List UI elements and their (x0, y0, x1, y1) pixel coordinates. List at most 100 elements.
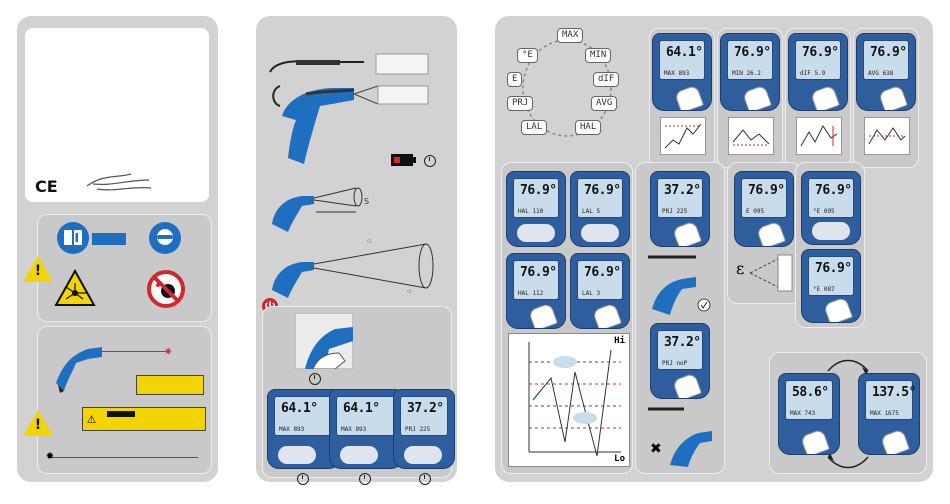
lcd-device: 76.9° LAL 3 (570, 253, 630, 329)
lcd-keypad (812, 222, 850, 240)
laser-beam (102, 351, 166, 352)
lcd-device: 64.1°MAX 893 (652, 33, 712, 111)
hand-trigger-illustration (295, 313, 353, 369)
dif-graph (796, 117, 842, 155)
laser-class-panel: ✷ ⚠ ✹ (37, 326, 212, 474)
lcd-main-reading: 76.9° (734, 45, 771, 60)
warning-mark-1: ! (34, 263, 42, 279)
max-mode-box: 64.1°MAX 893 (649, 28, 715, 168)
emissivity-set-box: 76.9° °E 095 76.9° °E 087 (795, 162, 865, 328)
lcd-main-reading: 64.1° (666, 45, 703, 60)
info-manual-icon (57, 222, 89, 254)
lcd-main-reading: 76.9° (870, 45, 907, 60)
mode-chip: HAL (575, 120, 602, 135)
probe-box: 37.2°PRJ 225 37.2°PRJ noP ✖ (635, 162, 725, 474)
lcd-device: 76.9°HAL 110 (506, 171, 566, 247)
small-warning-icon: ⚠ (87, 409, 97, 427)
lcd-device: 37.2°PRJ noP (650, 323, 710, 399)
ce-mark: CE (35, 177, 58, 196)
hand-icon (809, 84, 841, 110)
lcd-main-reading: 37.2° (664, 183, 701, 198)
hand-icon (799, 428, 831, 454)
lcd-main-reading: 76.9° (520, 265, 557, 280)
svg-text:S: S (364, 197, 369, 206)
mode-chip: E (507, 72, 523, 87)
svg-text:⁘: ⁘ (406, 287, 413, 296)
clock-icon (424, 155, 436, 167)
dif-mode-box: 76.9°dIF 5.9 (785, 28, 851, 168)
lcd-device: 76.9°AVG 638 (856, 33, 916, 111)
yellow-label-2: ⚠ (82, 407, 206, 431)
mode-chip: MAX (557, 28, 584, 43)
label-bar (107, 411, 135, 417)
lcd-keypad (404, 446, 442, 464)
spot-distance-diagram: S (272, 187, 369, 232)
thermometer-gun-icon (56, 347, 102, 393)
laser-point-icon: ✷ (164, 343, 173, 359)
min-graph (728, 117, 774, 155)
lcd-sub-reading: MIN 26.2 (732, 70, 761, 77)
compliance-panel: CE ! (17, 16, 218, 482)
lcd-sub-reading: LAL 3 (582, 290, 601, 297)
lcd-device: 76.9° HAL 112 (506, 253, 566, 329)
mode-chip: AVG (591, 96, 618, 111)
svg-text:✖: ✖ (650, 441, 662, 457)
bottom-line (48, 457, 198, 458)
max-graph (660, 117, 706, 155)
hand-icon (877, 84, 909, 110)
lcd-keypad (278, 446, 316, 464)
lcd-sub-reading: °E 087 (813, 286, 835, 293)
lcd-main-reading: 37.2° (664, 335, 701, 350)
alarm-box: 76.9°HAL 110 76.9°LAL 5 76.9°HAL 112 76.… (501, 162, 633, 474)
clock-icon (419, 473, 431, 485)
functions-panel: MAX °E MIN E dIF PRJ AVG LAL HAL 64.1°MA… (495, 16, 933, 482)
hand-icon (755, 220, 787, 246)
mode-chip: °E (517, 48, 538, 63)
hand-icon (671, 372, 703, 398)
hand-icon (879, 428, 911, 454)
lcd-main-reading: 76.9° (584, 183, 621, 198)
lcd-main-reading: 58.6° (792, 385, 829, 400)
probe-disconnected-illustration: ✖ (648, 407, 712, 467)
lcd-main-reading: 37.2° (407, 401, 444, 416)
lcd-main-reading: 76.9° (815, 261, 852, 276)
lcd-sub-reading: PRJ 225 (405, 426, 431, 433)
lcd-sub-reading: °E 095 (813, 208, 835, 215)
cone-diagram: ⁘⁘ (272, 237, 434, 298)
laser-warning-icon (54, 269, 96, 306)
lcd-device: 76.9° °E 095 (801, 171, 861, 245)
lcd-keypad (340, 446, 378, 464)
mode-chip: LAL (521, 120, 548, 135)
signature (86, 173, 152, 191)
measurement-panel: S ⁘⁘ 64.1°MAX 893 64.1°MAX 893 37.2°PRJ … (256, 16, 457, 485)
avg-graph (864, 117, 910, 155)
lcd-main-reading: 64.1° (343, 401, 380, 416)
lcd-device: 37.2° PRJ 225 (393, 389, 455, 469)
lcd-device: 76.9° E 095 (734, 171, 794, 247)
safety-symbols (37, 214, 212, 322)
lcd-device: 137.5°MAX 1675 (858, 373, 920, 455)
clock-icon (359, 473, 371, 485)
lcd-main-reading: 76.9° (748, 183, 785, 198)
lcd-device: 76.9° °E 087 (801, 249, 861, 323)
warning-triangle-1 (23, 256, 53, 282)
mode-chip: PRJ (507, 96, 534, 111)
lcd-main-reading: 64.1° (281, 401, 318, 416)
alarm-graph-lines (528, 342, 621, 457)
warning-mark-2: ! (34, 417, 42, 433)
hand-icon (741, 84, 773, 110)
clock-icon (297, 473, 309, 485)
lcd-sub-reading: HAL 112 (518, 290, 544, 297)
avg-mode-box: 76.9°AVG 638 (853, 28, 919, 168)
lcd-sub-reading: MAX 893 (341, 426, 367, 433)
mode-chip: dIF (593, 72, 620, 87)
lcd-main-reading: 76.9° (584, 265, 621, 280)
min-mode-box: 76.9° MIN 26.2 (717, 28, 783, 168)
probe-connected-illustration (648, 255, 711, 315)
lcd-device: 76.9°dIF 5.9 (788, 33, 848, 111)
lcd-sub-reading: MAX 1675 (870, 410, 899, 417)
lcd-main-reading: 76.9° (802, 45, 839, 60)
lcd-main-reading: 76.9° (815, 183, 852, 198)
lcd-sub-reading: E 095 (746, 208, 765, 215)
hand-icon (671, 220, 703, 246)
